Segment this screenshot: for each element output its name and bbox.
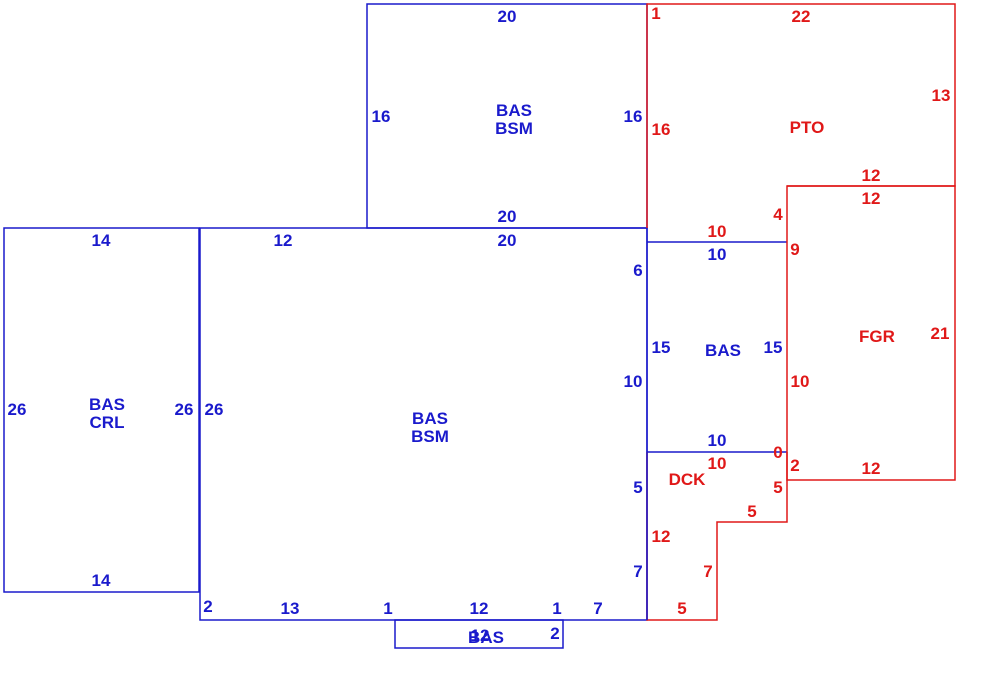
main-right-mid-dim: 10 (624, 372, 643, 391)
patio-left-dim: 16 (652, 120, 671, 139)
deck-left-dim: 12 (652, 527, 671, 546)
bay-outline (394, 619, 564, 649)
crawl-outline (3, 227, 200, 593)
living-dimensions: 14 14 26 26 26 12 20 6 10 5 7 2 13 1 12 … (8, 7, 783, 645)
main-top-right-dim: 20 (498, 231, 517, 250)
patio-step-dim: 4 (773, 205, 783, 224)
deck-step-1-dim: 5 (747, 502, 756, 521)
garage-bottom-dim: 12 (862, 459, 881, 478)
other-area-labels: PTO FGR DCK (669, 118, 895, 489)
main-bottom-3-dim: 1 (383, 599, 392, 618)
other-dimensions: 1 22 16 13 12 4 10 12 21 12 9 10 2 10 0 … (651, 4, 950, 618)
garage-top-dim: 12 (862, 189, 881, 208)
garage-left-top-dim: 9 (790, 240, 799, 259)
main-top-left-dim: 12 (274, 231, 293, 250)
upper-code1: BAS (496, 101, 532, 120)
main-bottom-4-dim: 12 (470, 599, 489, 618)
garage-right-dim: 21 (931, 324, 950, 343)
crawl-bottom-dim: 14 (92, 571, 111, 590)
upper-right-dim: 16 (624, 107, 643, 126)
main-right-low-dim: 5 (633, 478, 642, 497)
bay-overlap-dim: 12 (471, 626, 490, 645)
patio-right-dim: 13 (932, 86, 951, 105)
crawl-top-dim: 14 (92, 231, 111, 250)
deck-code1: DCK (669, 470, 707, 489)
main-bottom-6-dim: 7 (593, 599, 602, 618)
living-area-outlines (3, 3, 787, 649)
upper-code2: BSM (495, 119, 533, 138)
patio-corner-dim: 1 (651, 4, 660, 23)
side-top-dim: 10 (708, 245, 727, 264)
area-labels: BAS CRL BAS BSM BAS BSM BAS BAS (89, 101, 741, 647)
patio-outline (646, 3, 956, 242)
crawl-code2: CRL (90, 413, 125, 432)
garage-left-low-dim: 2 (790, 456, 799, 475)
upper-top-dim: 20 (498, 7, 517, 26)
patio-bottom-right-dim: 12 (862, 166, 881, 185)
main-bottom-5-dim: 1 (552, 599, 561, 618)
garage-outline (786, 185, 956, 481)
main-bottom-2-dim: 13 (281, 599, 300, 618)
patio-code1: PTO (790, 118, 825, 137)
upper-left-dim: 16 (372, 107, 391, 126)
deck-corner-dim: 0 (773, 443, 782, 462)
other-area-outlines (646, 3, 956, 621)
deck-top-dim: 10 (708, 454, 727, 473)
side-right-dim: 15 (764, 338, 783, 357)
bay-right-dim: 2 (550, 624, 559, 643)
deck-bottom-dim: 5 (677, 599, 686, 618)
main-code2: BSM (411, 427, 449, 446)
side-left-dim: 15 (652, 338, 671, 357)
main-left-dim: 26 (205, 400, 224, 419)
main-right-top-dim: 6 (633, 261, 642, 280)
main-code1: BAS (412, 409, 448, 428)
crawl-right-dim: 26 (175, 400, 194, 419)
deck-right-top-dim: 5 (773, 478, 782, 497)
crawl-code1: BAS (89, 395, 125, 414)
garage-left-mid-dim: 10 (791, 372, 810, 391)
side-bottom-dim: 10 (708, 431, 727, 450)
main-right-bottom-dim: 7 (633, 562, 642, 581)
upper-bottom-dim: 20 (498, 207, 517, 226)
patio-step-top-dim: 10 (708, 222, 727, 241)
garage-code1: FGR (859, 327, 895, 346)
patio-top-dim: 22 (792, 7, 811, 26)
side-code1: BAS (705, 341, 741, 360)
bay-code1: BAS (468, 628, 504, 647)
deck-right-low-dim: 7 (703, 562, 712, 581)
crawl-left-dim: 26 (8, 400, 27, 419)
main-bottom-1-dim: 2 (203, 597, 212, 616)
